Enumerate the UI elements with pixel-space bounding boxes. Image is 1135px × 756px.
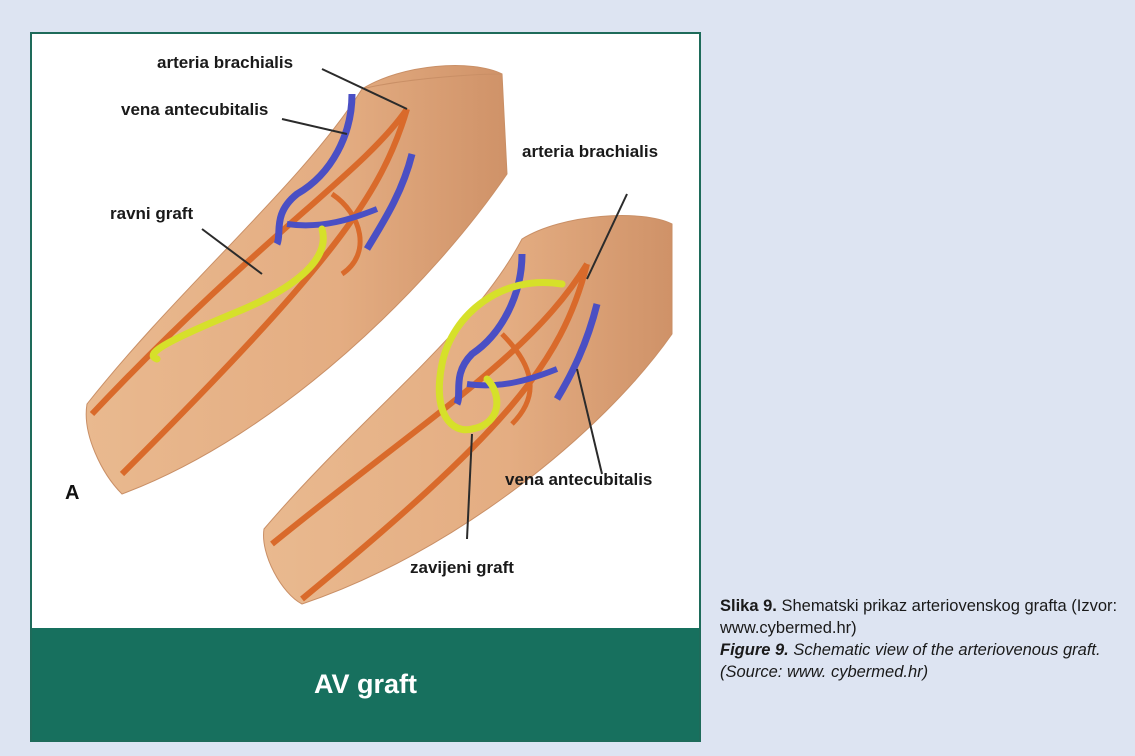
caption-hr-text: Shematski prikaz arteriovenskog grafta (… xyxy=(720,597,1117,637)
label-a-vena-antecubitalis: vena antecubitalis xyxy=(121,100,268,120)
caption-en-label: Figure 9. xyxy=(720,641,789,659)
banner-title: AV graft xyxy=(314,669,417,700)
panel-label-a: A xyxy=(65,482,79,505)
av-graft-illustration xyxy=(32,34,699,630)
label-b-arteria-brachialis: arteria brachialis xyxy=(522,142,658,162)
label-b-vena-antecubitalis: vena antecubitalis xyxy=(505,470,652,490)
figure-panel: arteria brachialis vena antecubitalis ra… xyxy=(30,32,701,742)
title-banner: AV graft xyxy=(32,628,699,740)
figure-caption: Slika 9. Shematski prikaz arteriovenskog… xyxy=(720,596,1125,684)
label-ravni-graft: ravni graft xyxy=(110,204,193,224)
caption-hr-label: Slika 9. xyxy=(720,597,777,615)
label-zavijeni-graft: zavijeni graft xyxy=(410,558,514,578)
label-a-arteria-brachialis: arteria brachialis xyxy=(157,53,293,73)
